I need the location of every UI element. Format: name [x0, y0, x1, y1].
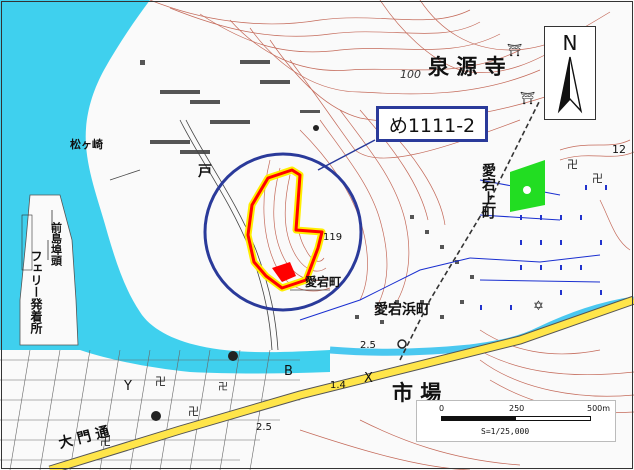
place-atagohama: 愛宕浜町 — [374, 301, 430, 318]
office-marker — [313, 125, 319, 131]
pier-cranes — [47, 210, 53, 260]
svg-text:卍: 卍 — [592, 172, 603, 185]
green-park — [510, 160, 545, 212]
scale-tick-0: 0 — [439, 404, 445, 413]
height-25b: 2.5 — [256, 422, 272, 433]
scale-bar-graphic — [441, 416, 591, 421]
svg-text:⛩: ⛩ — [507, 43, 522, 57]
police-marker — [397, 339, 407, 349]
railway — [399, 99, 541, 361]
school-marker — [228, 351, 238, 361]
place-ferry: フェリー発着所 — [29, 250, 43, 335]
svg-text:卍: 卍 — [188, 405, 199, 418]
north-arrow-icon — [557, 56, 583, 114]
sea-area — [0, 0, 330, 374]
height-100: 100 — [400, 68, 421, 81]
place-senganji: 泉 源 寺 — [428, 54, 506, 79]
road-letter-x: X — [364, 371, 373, 386]
height-14: 1.4 — [330, 380, 346, 391]
contour-lines — [149, 0, 634, 470]
height-119: 119 — [323, 232, 342, 243]
north-label: N — [562, 31, 578, 55]
label-leader-line — [317, 139, 376, 171]
scale-tick-250: 250 — [509, 404, 525, 413]
pier — [19, 194, 79, 346]
main-road-fill — [48, 296, 634, 470]
road-letter-b: B — [284, 364, 293, 379]
svg-text:卍: 卍 — [100, 435, 111, 448]
temple-markers: ⛩ ⛩ 卍 卍 ✡ 卍 卍 卍 卍 — [100, 43, 603, 448]
place-matsugasaki: 松ヶ崎 — [70, 137, 103, 151]
town-grid — [0, 349, 300, 470]
site-outline-red — [246, 168, 324, 290]
scale-ratio: S=1/25,000 — [481, 427, 530, 436]
school-marker-2 — [151, 411, 161, 421]
svg-text:✡: ✡ — [533, 299, 544, 314]
site-inner-red — [272, 262, 296, 282]
building-blocks — [140, 60, 474, 324]
height-12: 12 — [612, 143, 626, 156]
site-label-box: め1111-2 — [376, 106, 488, 142]
svg-text:卍: 卍 — [218, 381, 228, 393]
place-to: 戸 — [198, 164, 212, 180]
height-25a: 2.5 — [360, 340, 376, 351]
svg-text:卍: 卍 — [567, 158, 578, 171]
site-circle — [203, 152, 363, 312]
road-letter-y: Y — [123, 379, 132, 394]
scale-tick-500: 500m — [587, 404, 611, 413]
svg-text:卍: 卍 — [155, 375, 166, 388]
site-label-text: め1111-2 — [388, 114, 476, 137]
scale-bar: 0 250 500m S=1/25,000 — [416, 400, 616, 442]
place-maejima: 前島埠頭 — [50, 221, 63, 267]
field-markers — [480, 185, 607, 310]
svg-text:⛩: ⛩ — [520, 91, 535, 105]
north-arrow: N — [544, 26, 596, 120]
place-atagomachi: 愛宕町 — [305, 274, 341, 289]
